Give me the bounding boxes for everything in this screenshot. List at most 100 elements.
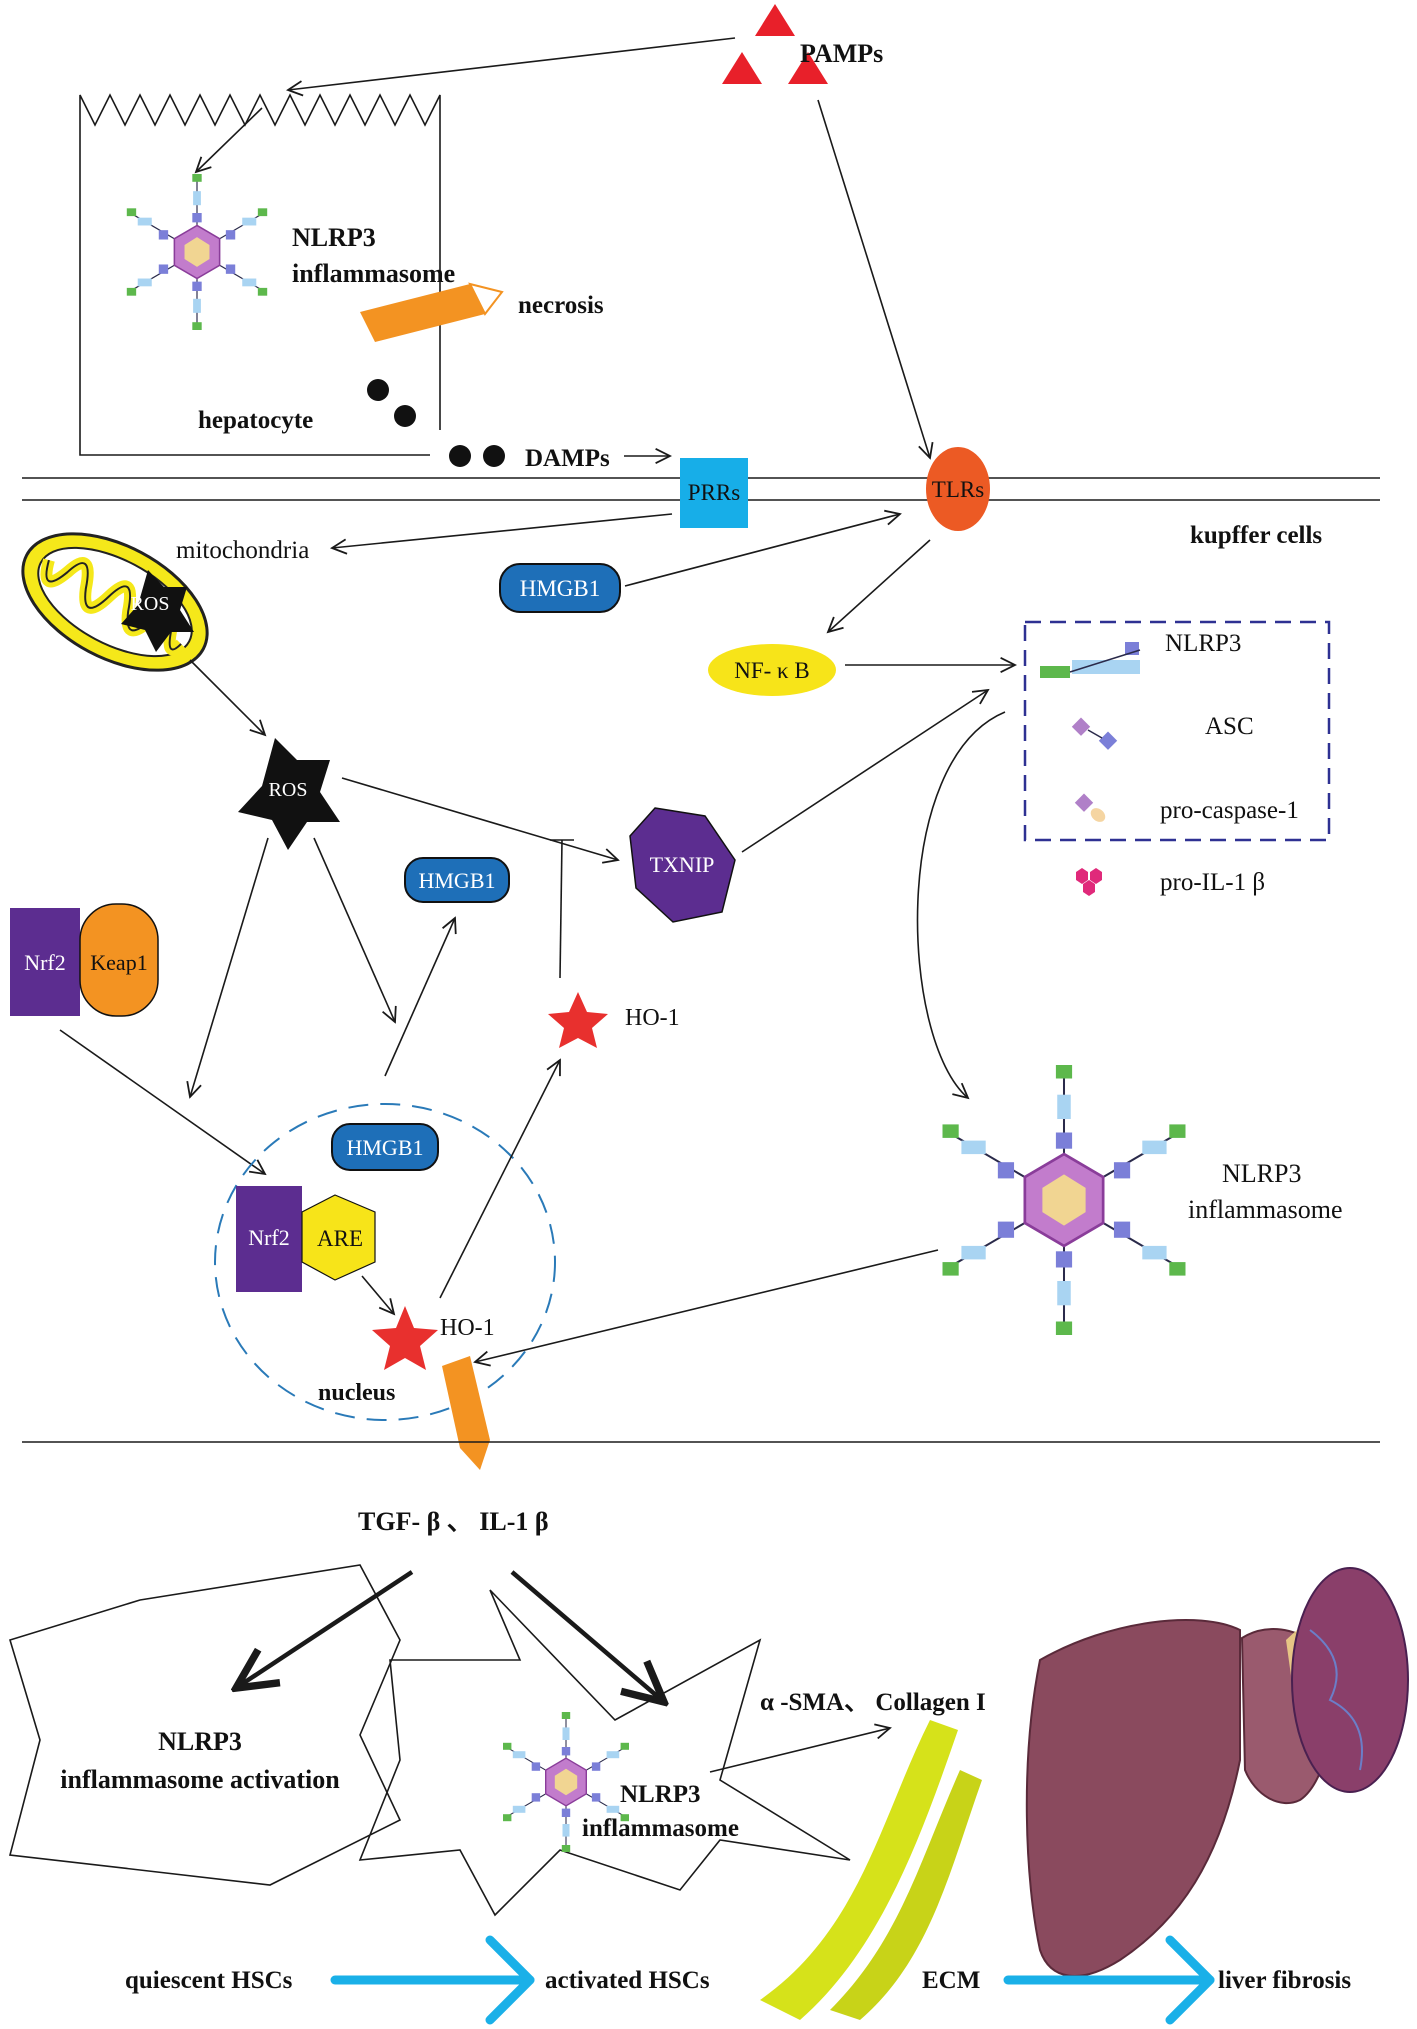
activation-label-1: NLRP3 xyxy=(158,1727,242,1756)
nlrp3-label-hsc: NLRP3 xyxy=(620,1781,701,1808)
arrow-tgf-activated xyxy=(510,1570,664,1702)
arrow-tgf-quiescent xyxy=(236,1570,414,1688)
arrow-ros-txnip xyxy=(341,777,618,860)
mitochondria-icon xyxy=(21,532,209,672)
nucleus-envelope xyxy=(214,1103,556,1421)
necrosis-pencil-icon xyxy=(360,282,504,342)
hmgb1-label-cytoplasm: HMGB1 xyxy=(418,868,495,893)
nrf2-nucleus-block xyxy=(236,1186,302,1292)
ecm-fibre-icon xyxy=(760,1720,958,2020)
arrow-tlrs-nfkb xyxy=(828,539,931,632)
hmgb1-pill-cytoplasm xyxy=(404,857,510,903)
arrow-ho1-out xyxy=(439,1060,560,1299)
tgf-il1-label: TGF- β 、 IL-1 β xyxy=(358,1507,549,1536)
kupffer-cells-label: kupffer cells xyxy=(1190,522,1322,549)
damp-dot xyxy=(394,405,416,427)
inhibit-ho1-txnip xyxy=(559,839,563,979)
nrf2-label-nucleus: Nrf2 xyxy=(248,1225,290,1250)
nucleus-label: nucleus xyxy=(318,1380,395,1406)
inflammasome-label-kupffer: inflammasome xyxy=(1188,1195,1343,1224)
ho1-star-nucleus xyxy=(372,1306,438,1370)
ecm-label: ECM xyxy=(922,1967,980,1994)
nlrp3-component-icon xyxy=(1040,642,1141,678)
inflammasome-label-hepatocyte: inflammasome xyxy=(292,259,455,288)
arrow-are-ho1 xyxy=(361,1275,394,1314)
asc-label: ASC xyxy=(1205,713,1254,740)
txnip-octagon xyxy=(629,807,736,923)
ho1-label-nucleus: HO-1 xyxy=(440,1315,495,1341)
tlrs-label: TLRs xyxy=(932,477,984,502)
arrow-assembly-curve xyxy=(916,711,1006,1098)
txnip-label: TXNIP xyxy=(650,852,715,877)
ros-star-mito xyxy=(121,570,194,652)
flow-arrow-icon xyxy=(330,1935,535,2025)
ros-label-mito: ROS xyxy=(131,593,170,615)
nfkb-label: NF- κ B xyxy=(734,658,810,683)
quiescent-hscs-label: quiescent HSCs xyxy=(125,1967,293,1994)
arrow-hmgb1-tlrs xyxy=(624,514,900,587)
pro-caspase1-label: pro-caspase-1 xyxy=(1160,797,1299,824)
arrow-ros-hmgb1-nucleus xyxy=(313,837,395,1022)
ros-label-center: ROS xyxy=(269,779,308,801)
nlrp3-inflammasome-icon-kupffer xyxy=(941,1063,1187,1337)
release-pencil-icon xyxy=(442,1356,490,1470)
activated-hsc-outline xyxy=(358,1589,851,1917)
ho1-label-cytoplasm: HO-1 xyxy=(625,1005,680,1031)
activated-hscs-label: activated HSCs xyxy=(545,1967,710,1994)
pro-il1b-label: pro-IL-1 β xyxy=(1160,869,1265,896)
hmgb1-label-nucleus: HMGB1 xyxy=(346,1135,423,1160)
ecm-fibre-icon xyxy=(830,1770,982,2020)
arrow-mito-ros xyxy=(189,659,265,735)
keap1-label: Keap1 xyxy=(90,950,147,975)
inflammasome-components-box xyxy=(1023,620,1331,842)
nfkb-ellipse xyxy=(708,644,836,696)
ho1-star-cytoplasm xyxy=(548,992,608,1048)
hmgb1-label-kupffer: HMGB1 xyxy=(520,576,601,601)
hmgb1-pill-nucleus xyxy=(331,1123,439,1171)
mitochondria-label: mitochondria xyxy=(176,537,309,564)
hepatocyte-membrane xyxy=(79,93,441,456)
keap1-block xyxy=(79,903,159,1017)
prrs-receptor xyxy=(680,458,748,528)
arrow-pamps-hepatocyte xyxy=(288,37,736,90)
pro-il1b-icon xyxy=(1076,868,1102,896)
hmgb1-pill-kupffer xyxy=(499,563,621,613)
asma-collagen-label: α -SMA、 Collagen I xyxy=(760,1689,986,1716)
flow-arrow-icon xyxy=(1003,1935,1215,2025)
nlrp3-label-hepatocyte: NLRP3 xyxy=(292,223,376,252)
nlrp3-label-kupffer: NLRP3 xyxy=(1222,1159,1301,1188)
liver-fibrosis-label: liver fibrosis xyxy=(1218,1967,1351,1994)
arrow-txnip-nlrp3 xyxy=(741,690,988,853)
hepatocyte-label: hepatocyte xyxy=(198,407,313,434)
arrow-prrs-mitochondria xyxy=(332,513,673,548)
asc-component-icon xyxy=(1071,717,1118,750)
damp-dot xyxy=(449,445,471,467)
nlrp3-component-label: NLRP3 xyxy=(1165,630,1241,657)
inflammasome-label-hsc: inflammasome xyxy=(582,1815,739,1842)
arrow-pamps-tlrs xyxy=(817,99,930,458)
liver-icon xyxy=(1025,1567,1409,1977)
pamps-triangle-top xyxy=(755,4,795,36)
arrow-inflammasome-nucleus xyxy=(475,1249,939,1362)
pamps-triangle-left xyxy=(722,52,762,84)
arrow-nrf2-nucleus xyxy=(59,1029,265,1174)
ros-star-center xyxy=(238,738,340,850)
pamps-triangle-right xyxy=(788,52,828,84)
nrf2-label: Nrf2 xyxy=(24,950,66,975)
nrf2-block xyxy=(10,908,80,1016)
arrow-hepatocyte-inflammasome xyxy=(196,107,263,172)
pamps-label: PAMPs xyxy=(800,39,883,68)
arrow-hsc-asma xyxy=(709,1728,890,1773)
tlrs-receptor xyxy=(926,447,990,531)
prrs-label: PRRs xyxy=(688,480,740,505)
nlrp3-inflammasome-icon-hepatocyte xyxy=(126,173,268,331)
necrosis-label: necrosis xyxy=(518,292,604,319)
arrow-hmgb1-out xyxy=(384,918,455,1077)
damp-dot xyxy=(367,379,389,401)
activation-label-2: inflammasome activation xyxy=(60,1765,340,1794)
pro-caspase1-component-icon xyxy=(1074,793,1106,822)
are-label: ARE xyxy=(317,1226,363,1251)
quiescent-hsc-outline xyxy=(8,1564,402,1886)
are-hexagon xyxy=(301,1194,376,1281)
